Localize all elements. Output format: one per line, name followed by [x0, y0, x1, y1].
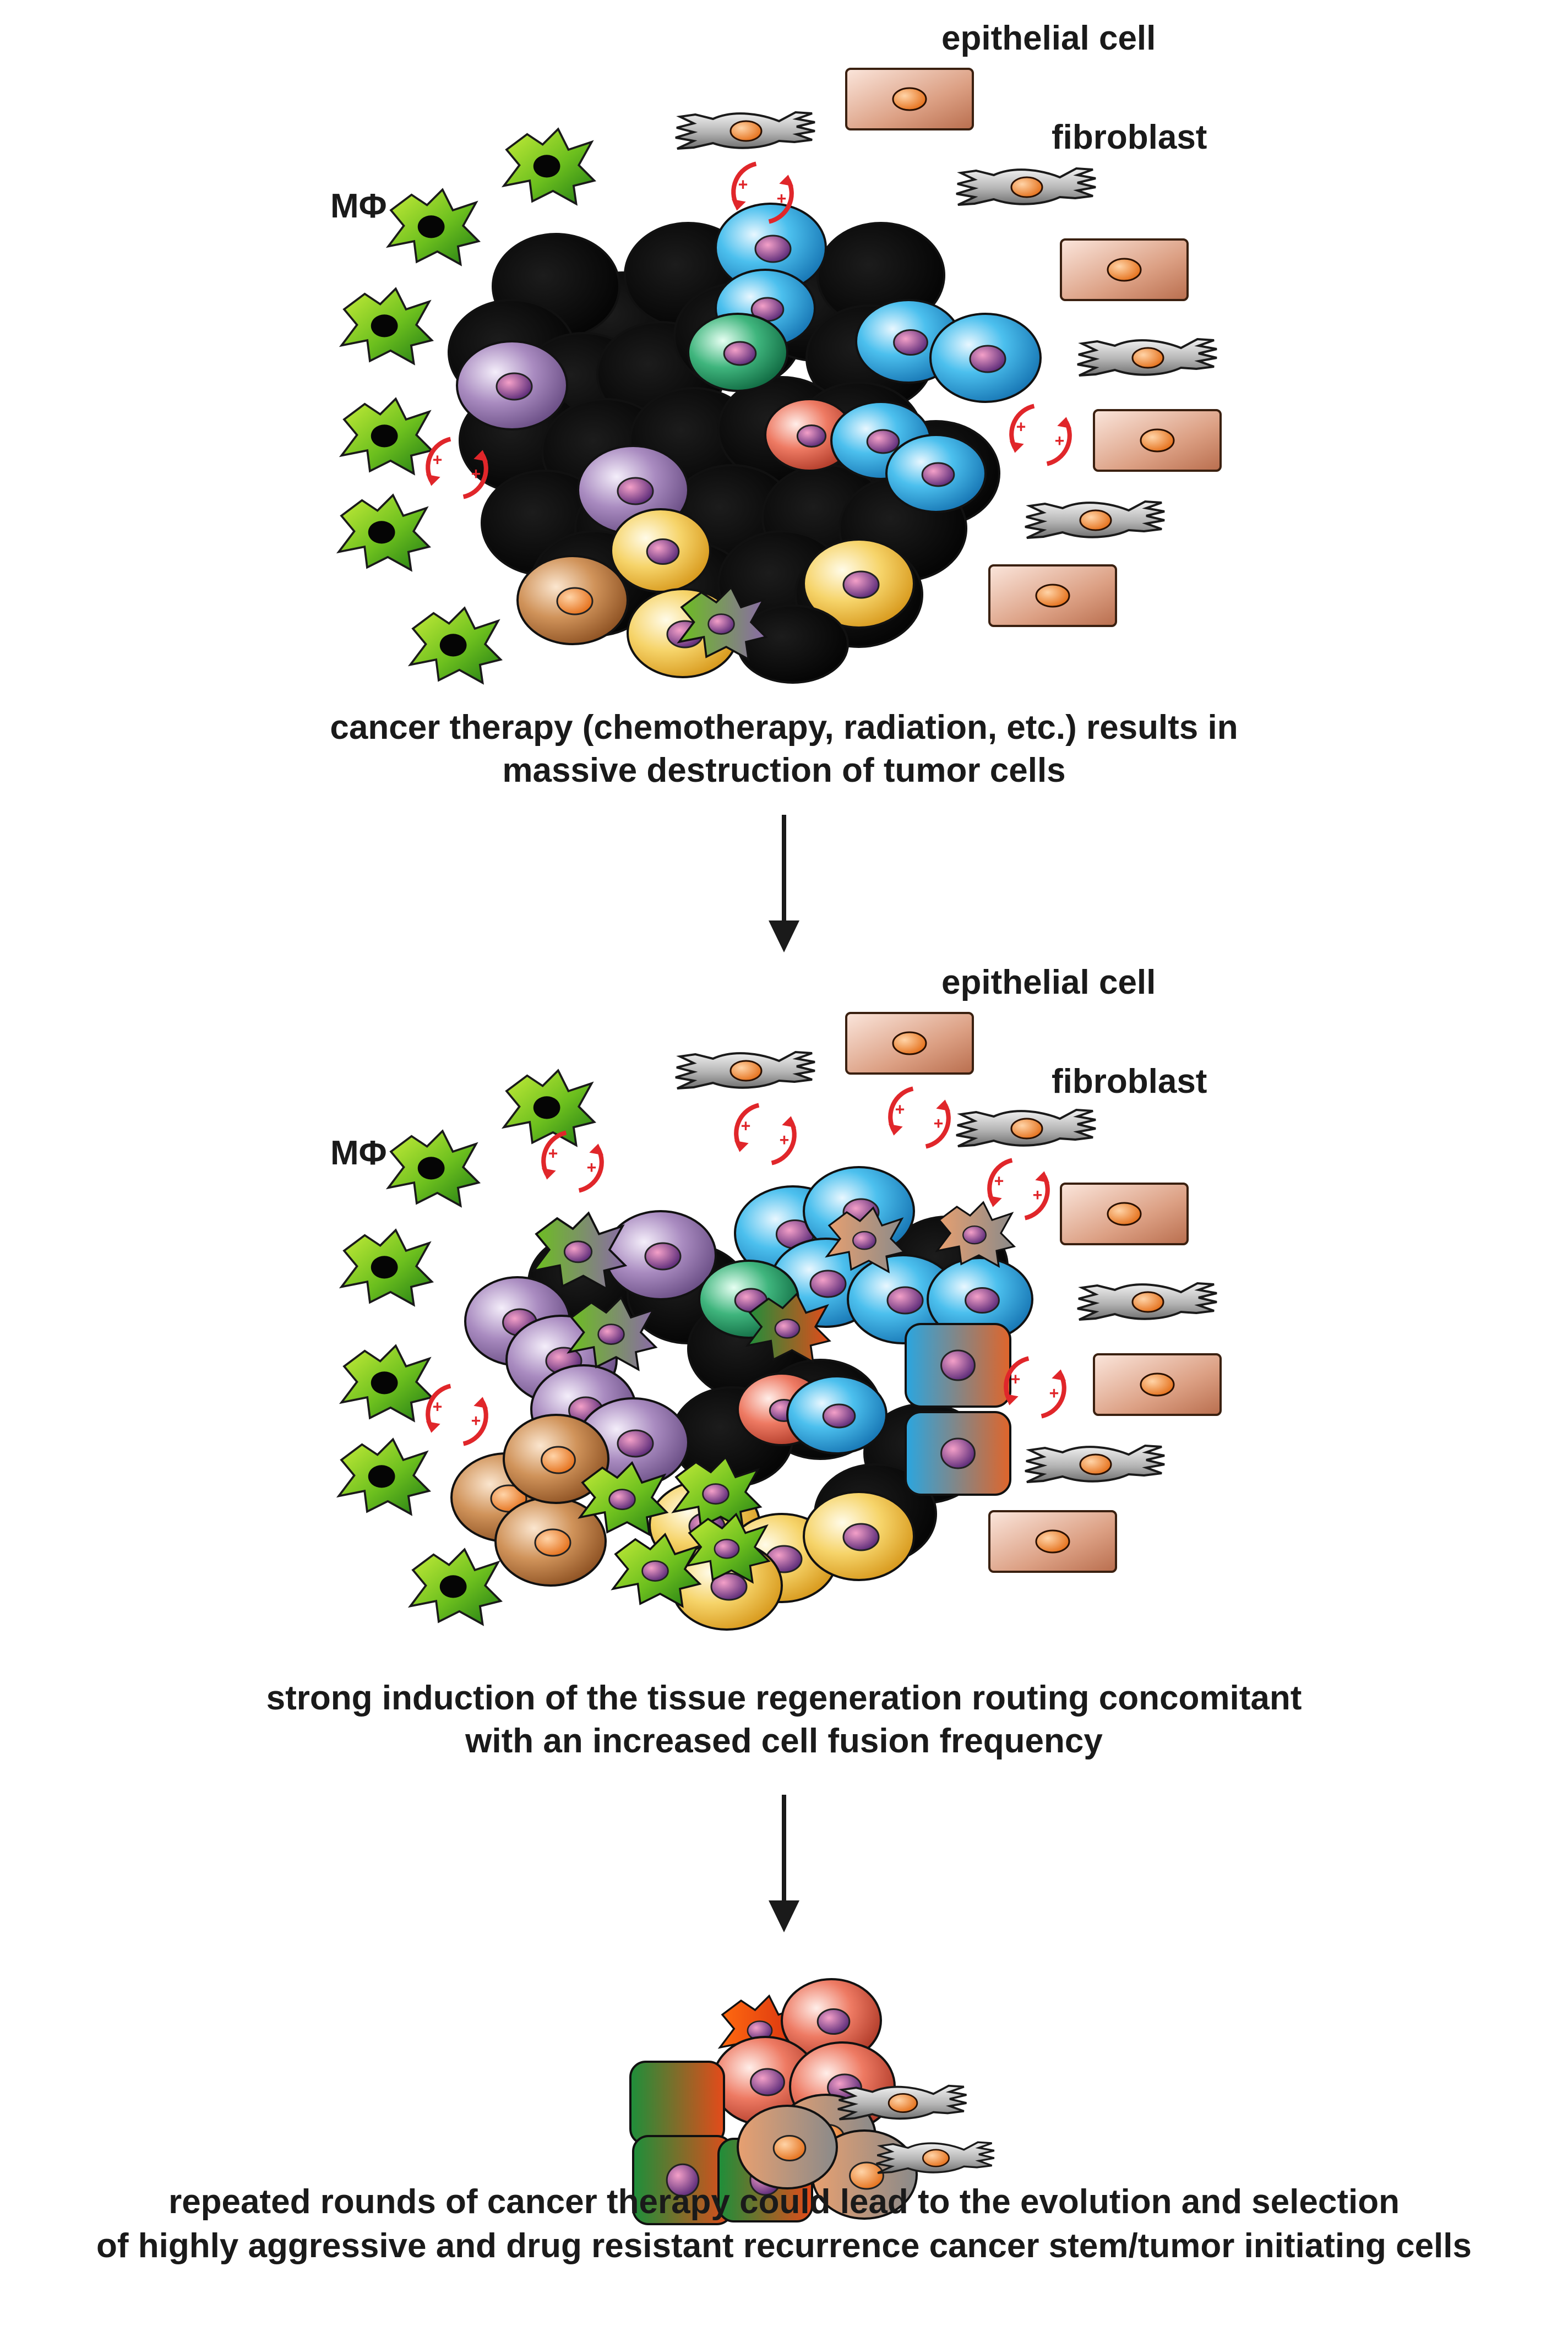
tumor-cell: [605, 1210, 717, 1300]
macrophage-cell: [503, 1069, 596, 1147]
tumor-cell: [803, 538, 915, 629]
panel-2-tissue-regeneration: epithelial cell fibroblast MΦ strong ind…: [266, 963, 1302, 1760]
red-circular-plus-arrows-icon: [988, 1161, 1049, 1218]
red-circular-plus-arrows-icon: [889, 1089, 950, 1147]
fused-tumor-cell: [905, 1323, 1011, 1408]
macrophage-cell: [409, 1548, 502, 1626]
macrophage-cell: [337, 1438, 431, 1516]
fused-macrophage-cell: [825, 1206, 906, 1273]
tumor-cell: [687, 313, 788, 392]
tumor-cell: [610, 508, 711, 593]
epithelial-cell: [988, 564, 1117, 627]
macrophage-cell: [340, 1229, 433, 1306]
red-circular-plus-arrows-icon: [426, 1386, 488, 1444]
tumor-cell: [494, 1496, 607, 1587]
fused-macrophage-cell: [745, 1292, 831, 1364]
tumor-cell: [715, 203, 827, 293]
epithelial-cell: [988, 1510, 1117, 1573]
panel-1-tumor-after-therapy: epithelial cell fibroblast MΦ cancer the…: [330, 19, 1238, 789]
step2-caption-line2: with an increased cell fusion frequency: [465, 1722, 1103, 1760]
fused-macrophage-cell: [671, 1455, 763, 1531]
tumor-cell: [885, 434, 987, 513]
fibroblast-cell: [1024, 1445, 1166, 1483]
epithelial-cell-label: epithelial cell: [941, 963, 1156, 1001]
fibroblast-cell: [875, 2141, 995, 2175]
epithelial-cell: [1093, 409, 1222, 472]
fused-macrophage-cell: [611, 1532, 702, 1608]
fibroblast-cell: [1076, 338, 1218, 377]
macrophage-label: MΦ: [330, 1134, 387, 1172]
tumor-cell: [503, 1414, 609, 1504]
macrophage-cell: [387, 1130, 480, 1207]
epithelial-cell: [1060, 1183, 1189, 1245]
fibroblast-cell: [674, 1051, 816, 1089]
fibroblast-cell: [1076, 1282, 1218, 1321]
step2-caption-line1: strong induction of the tissue regenerat…: [266, 1679, 1302, 1717]
epithelial-cell: [845, 68, 974, 130]
red-circular-plus-arrows-icon: [734, 1105, 796, 1163]
panel-3-resistant-stem-cells: repeated rounds of cancer therapy could …: [96, 1978, 1472, 2265]
fibroblast-label: fibroblast: [1052, 118, 1207, 156]
macrophage-cell: [337, 494, 431, 571]
tumor-cell: [803, 1491, 915, 1581]
macrophage-cell: [340, 1344, 433, 1422]
step1-caption-line2: massive destruction of tumor cells: [502, 751, 1065, 789]
macrophage-cell: [340, 397, 433, 475]
epithelial-cell: [1093, 1353, 1222, 1416]
fused-tumor-cell: [905, 1411, 1011, 1496]
fibroblast-cell: [955, 167, 1097, 206]
epithelial-cell-label: epithelial cell: [941, 19, 1156, 57]
step3-caption-line1: repeated rounds of cancer therapy could …: [168, 2183, 1400, 2221]
tumor-cell: [847, 1254, 959, 1344]
tumor-cell-mass: [448, 203, 1042, 684]
step1-caption-line1: cancer therapy (chemotherapy, radiation,…: [330, 709, 1238, 747]
macrophage-cell: [340, 287, 433, 365]
down-arrow-icon: [769, 1795, 799, 1932]
tumor-cell: [929, 313, 1042, 403]
macrophage-cell: [387, 188, 480, 266]
step3-caption-line2: of highly aggressive and drug resistant …: [96, 2227, 1472, 2265]
fused-tumor-cell: [629, 2061, 725, 2145]
fused-macrophage-cell: [567, 1295, 658, 1371]
macrophage-cell: [503, 128, 596, 205]
epithelial-cell: [1060, 238, 1189, 301]
macrophage-label: MΦ: [330, 187, 387, 225]
fibroblast-label: fibroblast: [1052, 1063, 1207, 1101]
fused-macrophage-cell: [578, 1461, 669, 1537]
fibroblast-cell: [837, 2084, 968, 2121]
macrophage-cell: [409, 607, 502, 684]
tumor-cell: [516, 555, 629, 645]
fused-macrophage-cell: [531, 1211, 628, 1291]
red-circular-plus-arrows-icon: [1004, 1359, 1066, 1417]
fused-macrophage-cell: [677, 585, 768, 661]
fused-macrophage-cell: [935, 1201, 1016, 1268]
fused-cancer-stem-cell-cluster: [629, 1978, 995, 2225]
red-circular-plus-arrows-icon: [1010, 406, 1071, 464]
epithelial-cell: [845, 1012, 974, 1075]
down-arrow-icon: [769, 815, 799, 952]
fibroblast-cell: [674, 111, 816, 150]
fused-macrophage-cell: [684, 1512, 771, 1584]
fibroblast-cell: [955, 1109, 1097, 1147]
tumor-cell: [737, 2105, 838, 2189]
tumor-cell: [456, 340, 568, 431]
tumor-cell: [927, 1257, 1033, 1342]
regenerating-tumor-mass: [450, 1166, 1033, 1631]
fibroblast-cell: [1024, 500, 1166, 539]
tumor-cell: [786, 1375, 888, 1455]
